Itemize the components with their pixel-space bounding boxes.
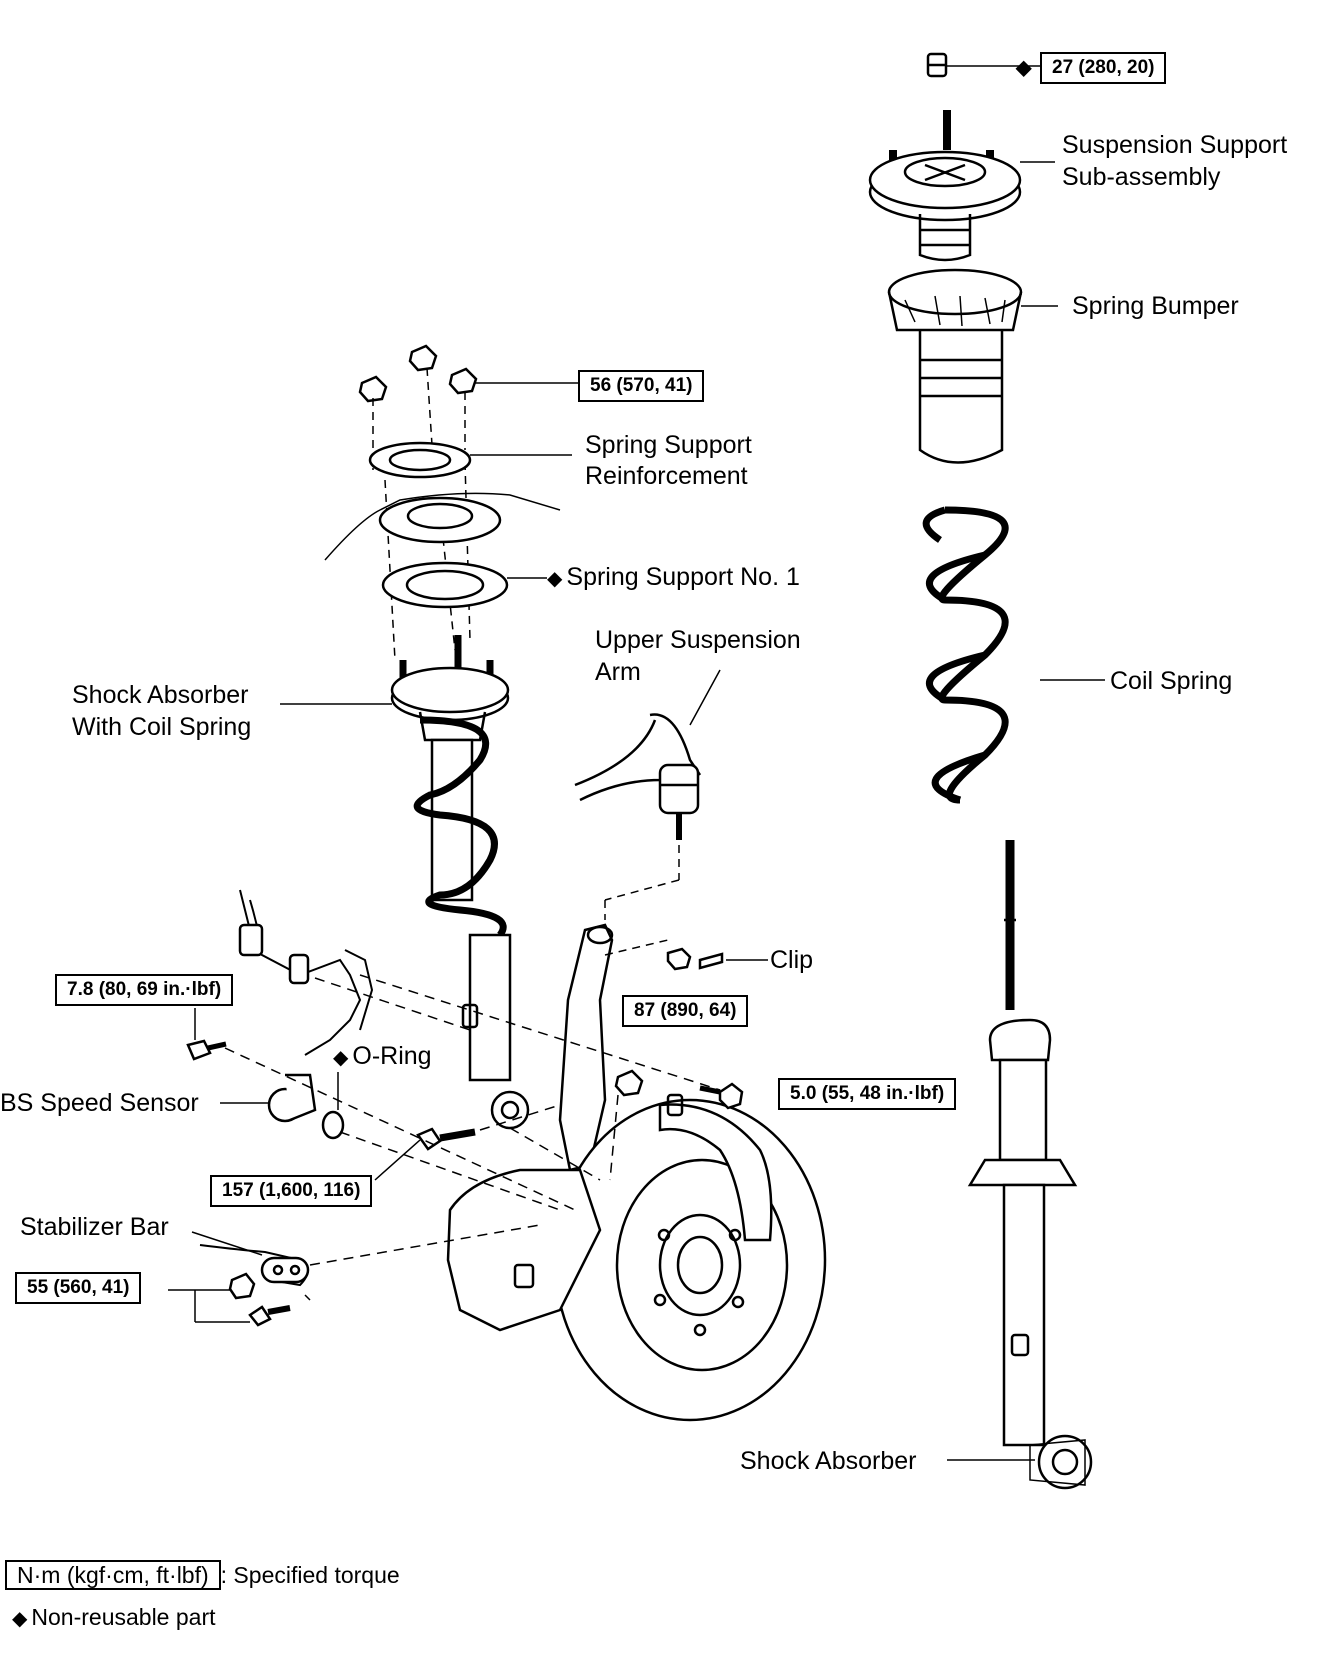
spring-support-no1 [381, 561, 509, 609]
legend-non-reusable-text: Non-reusable part [31, 1604, 216, 1630]
label-shock-with-coil-2: With Coil Spring [72, 713, 252, 741]
label-o-ring: ◆O-Ring [333, 1041, 432, 1073]
label-abs-speed-sensor: BS Speed Sensor [0, 1089, 199, 1117]
upper-suspension-arm [574, 713, 702, 840]
spring-bumper [887, 268, 1023, 464]
label-upper-suspension-arm: Upper Suspension [595, 626, 801, 654]
knuckle-nut [614, 1069, 644, 1097]
torque-caliper-bolt: 5.0 (55, 48 in.·lbf) [778, 1078, 957, 1110]
torque-clip-nut: 87 (890, 64) [622, 995, 749, 1027]
upper-nuts [358, 344, 478, 403]
label-shock-with-coil: Shock Absorber [72, 681, 249, 709]
label-shock-absorber: Shock Absorber [740, 1447, 917, 1475]
label-spring-support-reinforcement-2: Reinforcement [585, 462, 748, 490]
spring-support-reinforcement [368, 441, 472, 479]
stabilizer-bolt [248, 1305, 291, 1327]
lower-bolt [416, 1127, 476, 1151]
torque-top-nut: ◆ 27 (280, 20) [1016, 52, 1167, 84]
label-suspension-support: Suspension Support [1062, 131, 1288, 159]
brake-caliper [658, 1093, 773, 1242]
legend-unit-desc: : Specified torque [220, 1562, 400, 1588]
clip-nut [666, 947, 724, 971]
diamond-icon: ◆ [333, 1047, 349, 1069]
steering-knuckle [558, 923, 614, 1172]
label-spring-support-reinforcement: Spring Support [585, 431, 752, 459]
torque-stabilizer: 55 (560, 41) [15, 1272, 142, 1304]
label-clip: Clip [770, 946, 814, 974]
abs-speed-sensor [238, 889, 374, 1140]
stabilizer-bar [199, 1244, 310, 1287]
torque-upper-nuts: 56 (570, 41) [578, 370, 705, 402]
label-coil-spring: Coil Spring [1110, 667, 1233, 695]
diamond-icon: ◆ [12, 1608, 28, 1630]
spring-support-no1-text: Spring Support No. 1 [566, 563, 800, 591]
torque-top-nut-value: 27 (280, 20) [1052, 57, 1155, 78]
label-spring-support-no1: ◆Spring Support No. 1 [547, 562, 800, 594]
o-ring-text: O-Ring [352, 1042, 432, 1070]
coil-spring [922, 506, 1009, 804]
legend-non-reusable: ◆Non-reusable part [12, 1602, 216, 1634]
abs-bolt [186, 1039, 227, 1061]
label-upper-suspension-arm-2: Arm [595, 658, 641, 686]
label-spring-bumper: Spring Bumper [1072, 292, 1239, 320]
legend-unit-box: N·m (kgf·cm, ft·lbf) [5, 1560, 221, 1590]
legend-torque: N·m (kgf·cm, ft·lbf): Specified torque [5, 1560, 400, 1590]
diamond-icon: ◆ [547, 568, 563, 590]
caliper-bolt [699, 1082, 744, 1110]
torque-lower-bolt: 157 (1,600, 116) [210, 1175, 373, 1207]
knuckle-lower [446, 1168, 602, 1332]
body-panel [324, 492, 561, 561]
top-nut [926, 52, 948, 78]
label-stabilizer-bar: Stabilizer Bar [20, 1213, 169, 1241]
diamond-icon: ◆ [1016, 57, 1032, 79]
shock-absorber [967, 840, 1093, 1490]
suspension-support-sub-assembly [868, 110, 1022, 262]
stabilizer-nut [228, 1272, 256, 1300]
torque-abs-bolt: 7.8 (80, 69 in.·lbf) [55, 974, 234, 1006]
label-suspension-support-2: Sub-assembly [1062, 163, 1221, 191]
shock-absorber-with-coil-spring [390, 635, 530, 1130]
brake-disc [553, 1098, 827, 1422]
